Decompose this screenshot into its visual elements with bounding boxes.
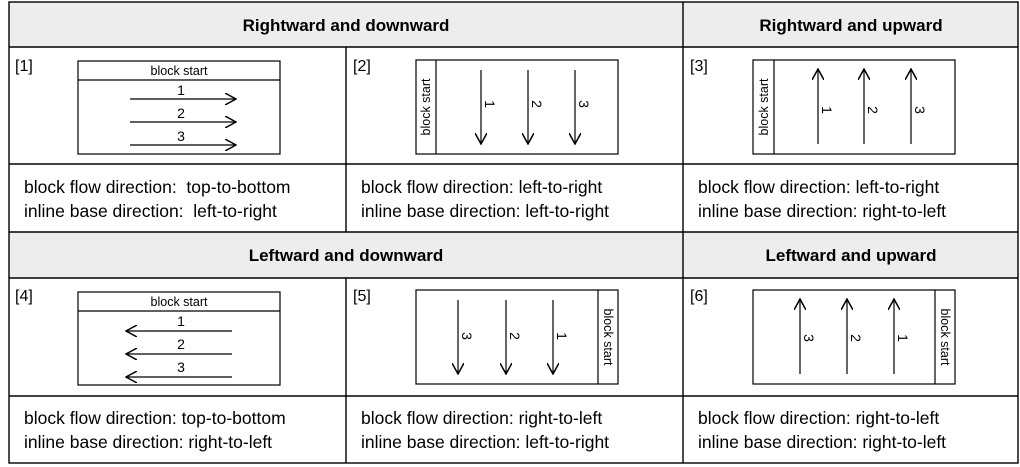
header-bg-lu (683, 232, 1019, 278)
block-start-label: block start (419, 78, 433, 135)
panel-6-diagram: block start 3 2 1 (752, 289, 956, 385)
panel-2-diagram: block start 1 2 3 (415, 59, 619, 155)
panel-tag-5: [5] (353, 288, 371, 305)
line-label: 3 (801, 334, 817, 342)
inline-base-desc-2: inline base direction: left-to-right (361, 201, 609, 221)
header-bg-ru (683, 2, 1019, 47)
block-start-label: block start (757, 78, 771, 135)
inline-base-desc-5: inline base direction: left-to-right (361, 432, 609, 452)
inline-base-desc-3: inline base direction: right-to-left (698, 201, 946, 221)
panel-3-diagram: block start 1 2 3 (752, 59, 956, 155)
panel-tag-6: [6] (690, 288, 708, 305)
line-label: 2 (177, 105, 185, 121)
header-bg-rd (9, 2, 683, 47)
block-start-label: block start (601, 309, 615, 366)
block-flow-desc-6: block flow direction: right-to-left (698, 408, 939, 428)
line-label: 1 (895, 334, 911, 342)
line-label: 2 (848, 334, 864, 342)
block-flow-desc-2: block flow direction: left-to-right (361, 177, 602, 197)
line-label: 1 (554, 332, 570, 340)
line-label: 3 (912, 106, 928, 114)
block-flow-desc-1: block flow direction: top-to-bottom (24, 177, 291, 197)
line-label: 2 (507, 332, 523, 340)
table-grid (8, 1, 1019, 464)
header-rightward-downward: Rightward and downward (243, 16, 450, 35)
header-leftward-downward: Leftward and downward (249, 246, 444, 265)
panel-tag-3: [3] (690, 58, 708, 75)
panel-1-diagram: block start 1 2 3 (77, 60, 281, 155)
line-label: 3 (459, 332, 475, 340)
line-label: 3 (177, 359, 185, 375)
inline-base-desc-6: inline base direction: right-to-left (698, 432, 946, 452)
line-label: 1 (177, 313, 185, 329)
line-label: 2 (865, 106, 881, 114)
panel-4-diagram: block start 1 2 3 (77, 291, 281, 386)
block-flow-desc-5: block flow direction: right-to-left (361, 408, 602, 428)
panel-5-diagram: block start 3 2 1 (415, 289, 619, 385)
line-label: 3 (177, 128, 185, 144)
panel-tag-1: [1] (15, 58, 33, 75)
block-start-label: block start (151, 295, 208, 309)
header-bg-ld (9, 232, 683, 278)
block-flow-desc-4: block flow direction: top-to-bottom (24, 408, 286, 428)
line-label: 2 (529, 100, 545, 108)
line-label: 1 (819, 106, 835, 114)
block-start-label: block start (938, 309, 952, 366)
line-label: 1 (177, 82, 185, 98)
header-rightward-upward: Rightward and upward (759, 16, 942, 35)
block-start-label: block start (151, 64, 208, 78)
block-flow-desc-3: block flow direction: left-to-right (698, 177, 939, 197)
panel-tag-4: [4] (15, 288, 33, 305)
inline-base-desc-4: inline base direction: right-to-left (24, 432, 272, 452)
panel-tag-2: [2] (353, 58, 371, 75)
header-leftward-upward: Leftward and upward (766, 246, 937, 265)
line-label: 1 (482, 100, 498, 108)
line-label: 2 (177, 336, 185, 352)
line-label: 3 (576, 100, 592, 108)
inline-base-desc-1: inline base direction: left-to-right (24, 201, 277, 221)
